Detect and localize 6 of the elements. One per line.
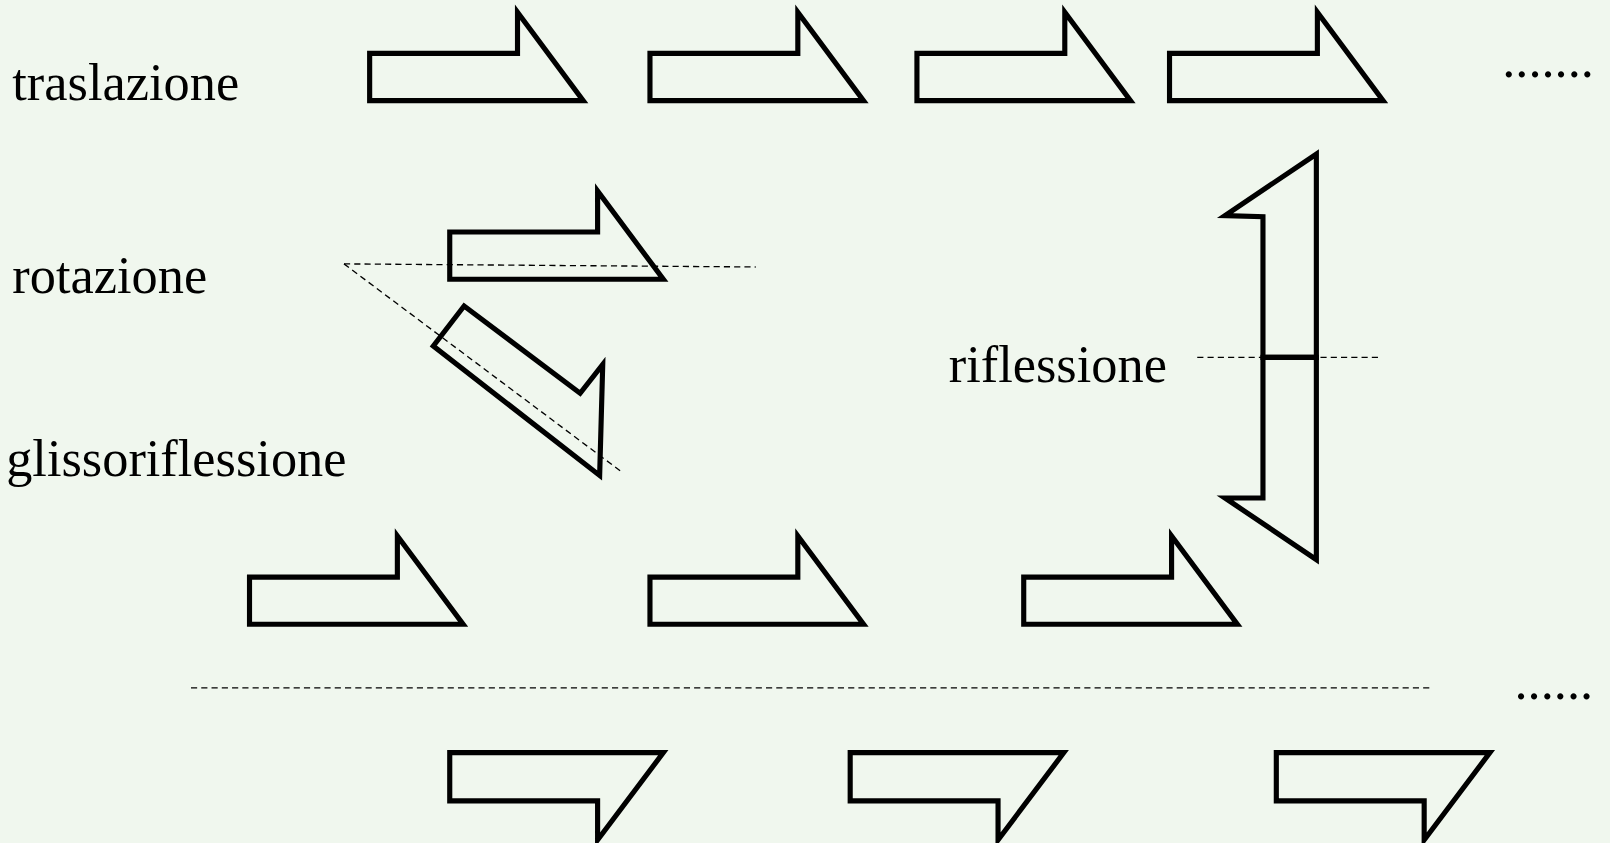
ellipsis-text: .......: [1502, 30, 1594, 89]
term-label: glissoriflessione: [6, 430, 347, 488]
ellipsis-text: ......: [1514, 653, 1594, 711]
term-label: riflessione: [948, 335, 1167, 394]
term-label: traslazione: [12, 53, 240, 111]
term-label: rotazione: [12, 246, 208, 304]
